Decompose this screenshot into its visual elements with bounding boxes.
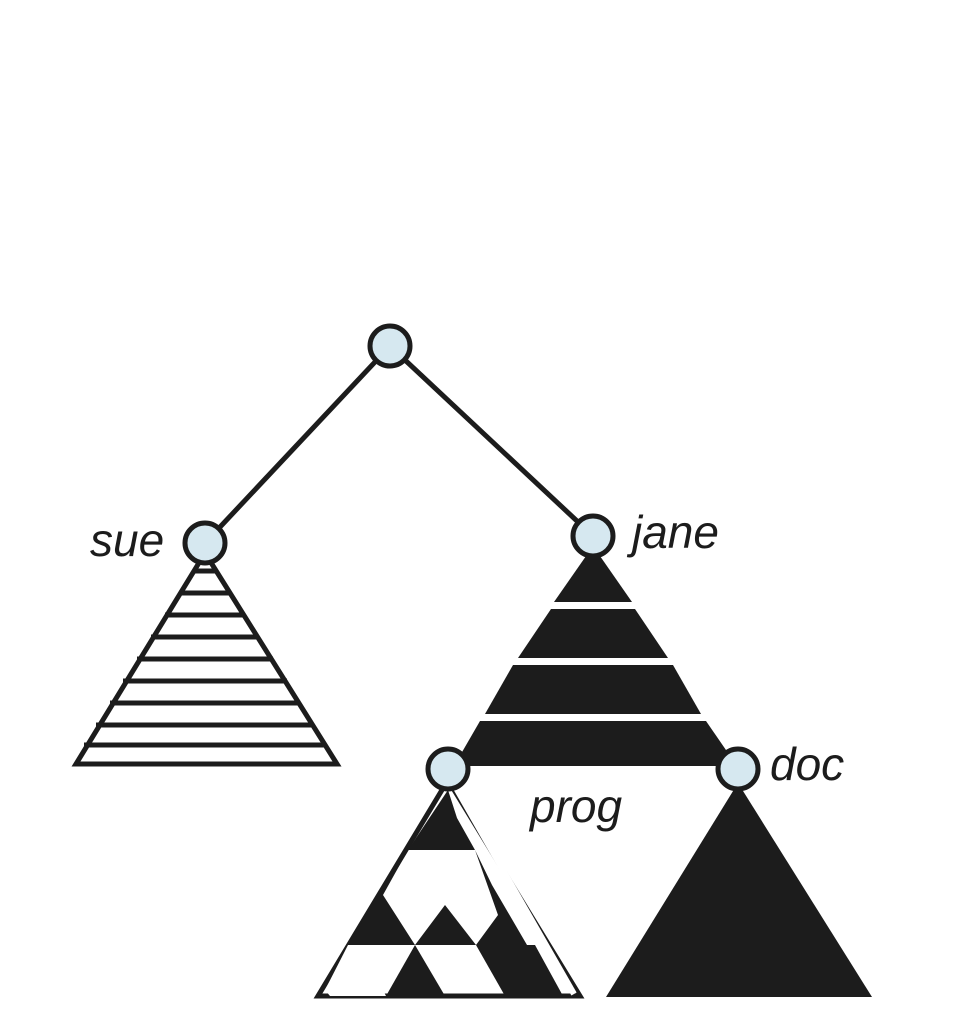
- prog-subtree: [313, 775, 585, 999]
- jane-label: jane: [626, 506, 719, 558]
- doc-label: doc: [770, 738, 844, 790]
- edge-root-sue: [203, 344, 392, 545]
- sue-node: [182, 520, 228, 566]
- prog-node: [425, 746, 471, 792]
- jane-subtree: [454, 546, 737, 766]
- jane-node: [570, 513, 616, 559]
- prog-label: prog: [528, 780, 622, 832]
- sue-subtree: [71, 548, 342, 767]
- root-node: [367, 323, 413, 369]
- doc-subtree: [606, 783, 872, 997]
- edge-root-jane: [388, 344, 595, 538]
- doc-node: [715, 746, 761, 792]
- sue-label: sue: [90, 514, 164, 566]
